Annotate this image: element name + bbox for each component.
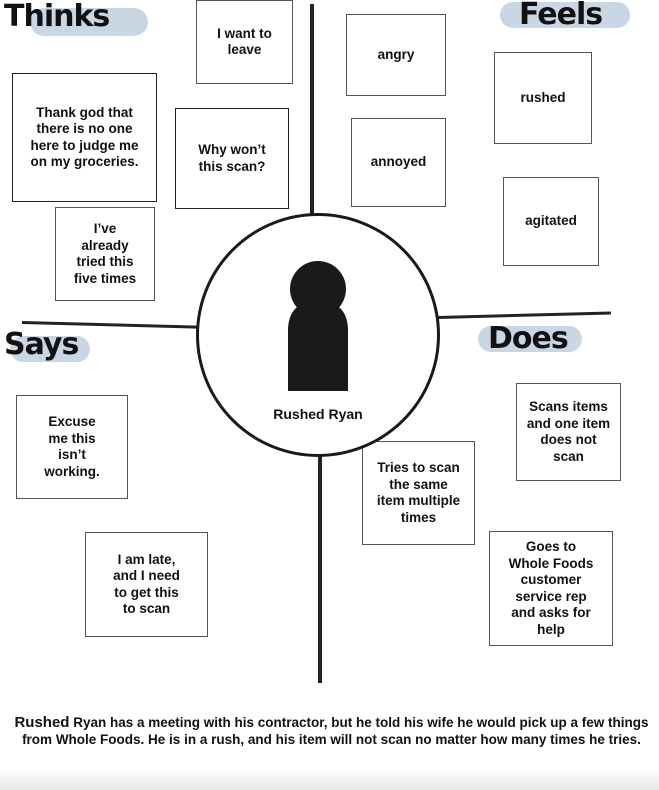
does-title: Does: [488, 321, 569, 356]
note-tries-to-scan: Tries to scan the same item multiple tim…: [362, 441, 475, 545]
divider-right: [437, 311, 611, 319]
caption-lead: Rushed: [14, 714, 70, 731]
person-icon: [288, 261, 348, 391]
persona-name: Rushed Ryan: [273, 406, 363, 422]
thinks-title-highlight: [30, 8, 148, 36]
note-agitated: agitated: [503, 177, 599, 266]
note-i-am-late: I am late, and I need to get this to sca…: [85, 532, 208, 637]
caption-text: Ryan has a meeting with his contractor, …: [22, 715, 649, 747]
feels-title: Feels: [519, 0, 603, 32]
note-scans-items: Scans items and one item does not scan: [516, 383, 621, 481]
divider-top: [310, 4, 314, 216]
note-rushed: rushed: [494, 52, 592, 144]
feels-title-highlight: [500, 2, 630, 28]
note-thank-god: Thank god that there is no one here to j…: [12, 73, 157, 202]
note-angry: angry: [346, 14, 446, 96]
does-title-highlight: [478, 326, 582, 352]
persona-circle: Rushed Ryan: [196, 213, 440, 457]
note-goes-to-whole-foods: Goes to Whole Foods customer service rep…: [489, 531, 613, 646]
note-already-tried: I’ve already tried this five times: [55, 207, 155, 301]
thinks-title: Thinks: [4, 0, 110, 34]
note-annoyed: annoyed: [351, 118, 446, 207]
note-i-want-to-leave: I want to leave: [196, 0, 293, 84]
persona-description: Rushed Ryan has a meeting with his contr…: [14, 714, 649, 748]
divider-bottom: [318, 455, 322, 683]
says-title-highlight: [10, 336, 90, 362]
note-why-wont-scan: Why won’t this scan?: [175, 108, 289, 209]
bottom-fade: [0, 768, 659, 790]
note-excuse-me: Excuse me this isn’t working.: [16, 395, 128, 499]
says-title: Says: [4, 327, 79, 362]
